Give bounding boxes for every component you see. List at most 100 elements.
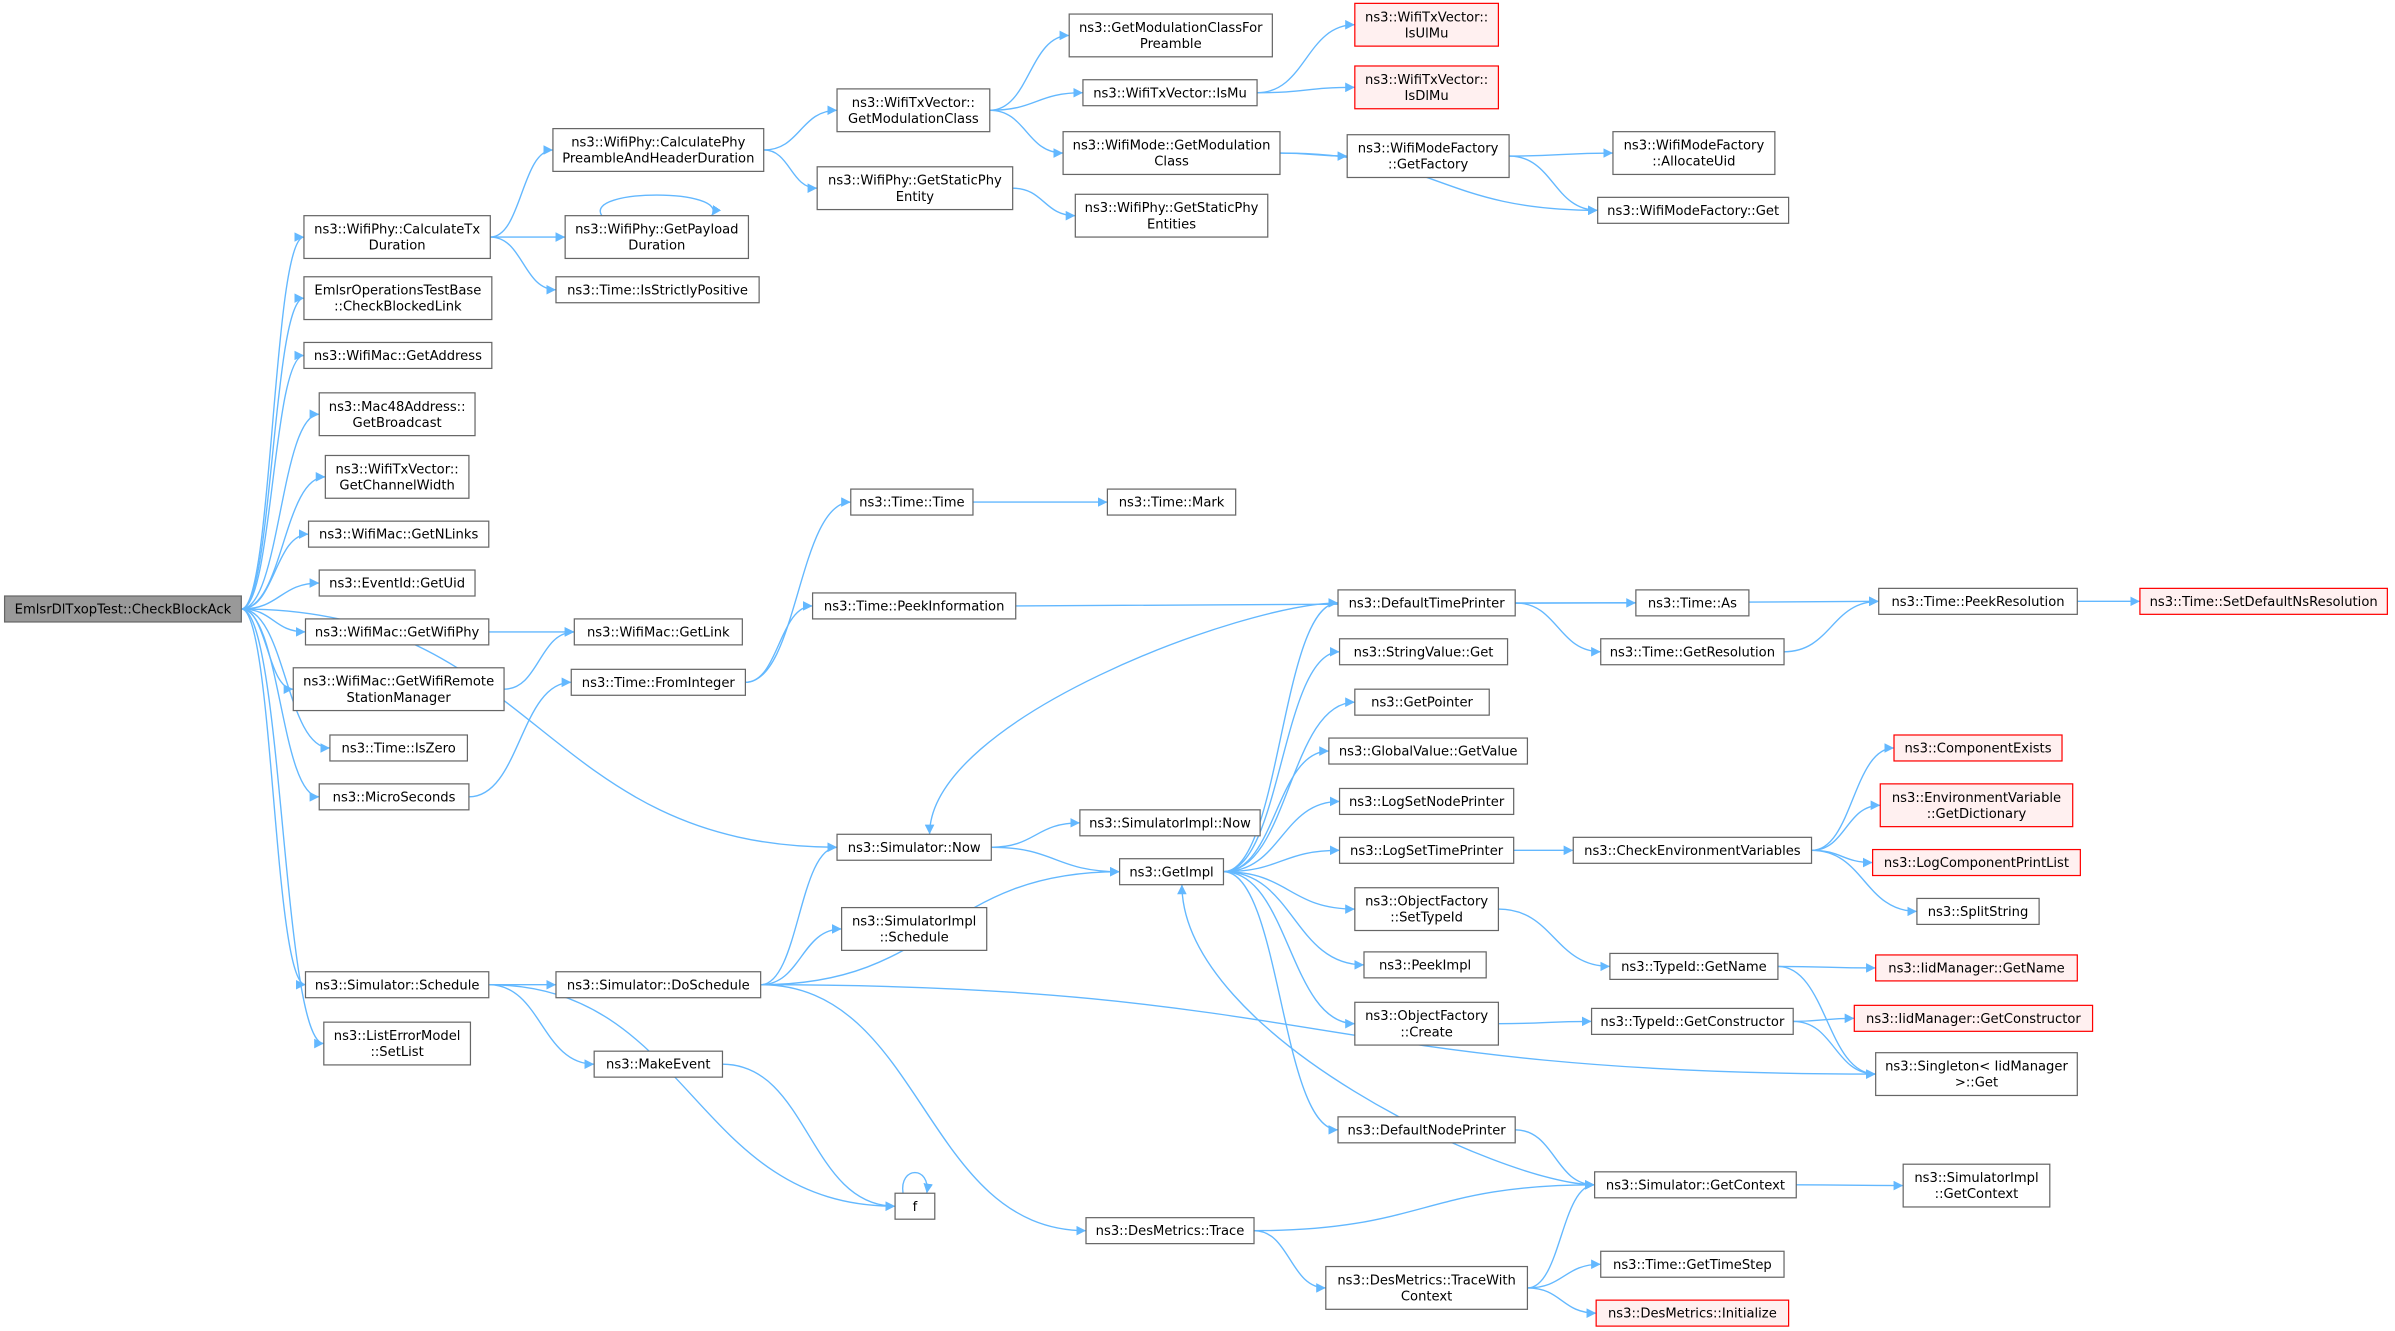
node-ns3-stringvalue-get[interactable]: ns3::StringValue::Get (1338, 638, 1509, 666)
node-ns3-peekimpl[interactable]: ns3::PeekImpl (1363, 951, 1487, 979)
edge-ns3-simulator-schedule-to-ns3-makeevent (488, 984, 595, 1069)
node-box (850, 488, 974, 516)
node-ns3-mac48address-getbroadcast[interactable]: ns3::Mac48Address::GetBroadcast (318, 392, 476, 437)
node-ns3-time-peekinformation[interactable]: ns3::Time::PeekInformation (811, 592, 1017, 620)
node-ns3-objectfactory-create[interactable]: ns3::ObjectFactory::Create (1354, 1001, 1500, 1046)
node-ns3-simulator-getcontext[interactable]: ns3::Simulator::GetContext (1594, 1171, 1797, 1199)
node-ns3-wifimode-getmodulationclass[interactable]: ns3::WifiMode::GetModulationClass (1062, 131, 1281, 176)
node-ns3-componentexists[interactable]: ns3::ComponentExists (1893, 734, 2063, 762)
node-box (836, 88, 991, 133)
node-label: ns3::WifiTxVector:: (852, 96, 975, 111)
node-ns3-time-time[interactable]: ns3::Time::Time (850, 488, 974, 516)
node-label: ns3::ObjectFactory (1365, 895, 1488, 910)
node-ns3-wifimac-getnlinks[interactable]: ns3::WifiMac::GetNLinks (307, 520, 490, 548)
node-ns3-iidmanager-getconstructor[interactable]: ns3::IidManager::GetConstructor (1853, 1004, 2094, 1032)
node-ns3-splitstring[interactable]: ns3::SplitString (1916, 897, 2040, 926)
node-label: ns3::WifiMode::GetModulation (1073, 139, 1271, 154)
node-ns3-logcomponentprintlist[interactable]: ns3::LogComponentPrintList (1872, 848, 2081, 877)
node-ns3-getpointer[interactable]: ns3::GetPointer (1354, 688, 1490, 716)
node-label: ns3::Time::GetTimeStep (1613, 1258, 1772, 1273)
node-ns3-makeevent[interactable]: ns3::MakeEvent (593, 1050, 724, 1078)
node-box (1354, 65, 1500, 110)
node-ns3-objectfactory-settypeid[interactable]: ns3::ObjectFactory::SetTypeId (1354, 887, 1500, 932)
node-ns3-desmetrics-trace[interactable]: ns3::DesMetrics::Trace (1085, 1217, 1255, 1245)
node-ns3-time-mark[interactable]: ns3::Time::Mark (1106, 488, 1237, 516)
node-label: Entity (896, 190, 935, 205)
node-ns3-wifimac-getwifiremotestationmanager[interactable]: ns3::WifiMac::GetWifiRemoteStationManage… (292, 667, 505, 712)
node-ns3-singleton-iidmanager-get[interactable]: ns3::Singleton< IidManager>::Get (1875, 1052, 2078, 1097)
node-emlsroperationstestbase-checkblockedlink[interactable]: EmlsrOperationsTestBase::CheckBlockedLin… (303, 276, 493, 321)
node-ns3-time-frominteger[interactable]: ns3::Time::FromInteger (570, 668, 746, 696)
node-ns3-wifitxvector-ismu[interactable]: ns3::WifiTxVector::IsMu (1082, 79, 1258, 107)
node-label: ns3::Singleton< IidManager (1885, 1060, 2068, 1075)
node-ns3-wifitxvector-getchannelwidth[interactable]: ns3::WifiTxVector::GetChannelWidth (324, 454, 470, 499)
node-ns3-wifiphy-calculatephypreambleandheaderduration[interactable]: ns3::WifiPhy::CalculatePhyPreambleAndHea… (552, 127, 765, 172)
node-ns3-wifimac-getlink[interactable]: ns3::WifiMac::GetLink (573, 618, 743, 646)
node-ns3-time-setdefaultnsresolution[interactable]: ns3::Time::SetDefaultNsResolution (2139, 587, 2388, 615)
node-ns3-simulatorimpl-getcontext[interactable]: ns3::SimulatorImpl::GetContext (1902, 1163, 2051, 1208)
node-f[interactable]: f (894, 1192, 936, 1220)
edge-ns3-wifimac-getwifiremotestationmanager-to-ns3-wifimac-getlink (504, 627, 575, 690)
node-ns3-environmentvariable-getdictionary[interactable]: ns3::EnvironmentVariable::GetDictionary (1879, 783, 2074, 828)
node-box (1875, 1052, 2078, 1097)
node-ns3-logsetnodeprinter[interactable]: ns3::LogSetNodePrinter (1338, 787, 1515, 816)
node-label: ns3::WifiPhy::CalculatePhy (571, 136, 745, 151)
node-ns3-wifitxvector-isulmu[interactable]: ns3::WifiTxVector::IsUlMu (1354, 2, 1500, 47)
edge-ns3-checkenvironmentvariables-to-ns3-environmentvariable-getdictionary (1811, 800, 1881, 852)
node-ns3-listerrormodel-setlist[interactable]: ns3::ListErrorModel::SetList (323, 1021, 472, 1066)
node-label: ns3::WifiTxVector:: (336, 462, 459, 477)
node-ns3-getimpl[interactable]: ns3::GetImpl (1118, 858, 1225, 886)
node-ns3-desmetrics-initialize[interactable]: ns3::DesMetrics::Initialize (1595, 1299, 1790, 1327)
node-ns3-typeid-getname[interactable]: ns3::TypeId::GetName (1609, 952, 1779, 980)
node-ns3-typeid-getconstructor[interactable]: ns3::TypeId::GetConstructor (1590, 1007, 1794, 1035)
edge-ns3-microseconds-to-ns3-time-frominteger (468, 677, 572, 798)
node-ns3-checkenvironmentvariables[interactable]: ns3::CheckEnvironmentVariables (1572, 836, 1813, 864)
edge-emlsrdltxoptest-checkblockack-to-ns3-microseconds (241, 608, 320, 802)
node-box (1338, 836, 1515, 864)
node-ns3-simulatorimpl-now[interactable]: ns3::SimulatorImpl::Now (1079, 809, 1261, 837)
node-ns3-logsettimeprinter[interactable]: ns3::LogSetTimePrinter (1338, 836, 1515, 864)
node-box (1916, 897, 2040, 926)
node-ns3-wifimodefactory-allocateuid[interactable]: ns3::WifiModeFactory::AllocateUid (1612, 131, 1776, 176)
node-label: ns3::WifiPhy::GetStaticPhy (828, 174, 1002, 189)
node-ns3-simulator-now[interactable]: ns3::Simulator::Now (836, 833, 992, 861)
node-ns3-eventid-getuid[interactable]: ns3::EventId::GetUid (318, 569, 476, 597)
node-box (552, 127, 765, 172)
node-box (1106, 488, 1237, 516)
node-label: ns3::Time::SetDefaultNsResolution (2150, 595, 2378, 610)
node-ns3-defaulttimeprinter[interactable]: ns3::DefaultTimePrinter (1337, 589, 1516, 617)
node-ns3-microseconds[interactable]: ns3::MicroSeconds (318, 783, 470, 811)
node-ns3-globalvalue-getvalue[interactable]: ns3::GlobalValue::GetValue (1328, 737, 1529, 765)
node-ns3-simulator-doschedule[interactable]: ns3::Simulator::DoSchedule (555, 971, 762, 999)
node-ns3-time-isstrictlypositive[interactable]: ns3::Time::IsStrictlyPositive (555, 276, 760, 304)
edge-ns3-getimpl-to-ns3-defaulttimeprinter (1223, 598, 1339, 873)
node-ns3-wifimac-getaddress[interactable]: ns3::WifiMac::GetAddress (303, 341, 493, 370)
node-ns3-wifitxvector-getmodulationclass[interactable]: ns3::WifiTxVector::GetModulationClass (836, 88, 991, 133)
node-ns3-wifimac-getwifiphy[interactable]: ns3::WifiMac::GetWifiPhy (304, 618, 490, 646)
node-box (1878, 587, 2078, 615)
node-label: ns3::WifiTxVector:: (1365, 73, 1488, 88)
node-box (1328, 737, 1529, 765)
node-ns3-time-getresolution[interactable]: ns3::Time::GetResolution (1600, 638, 1785, 666)
node-ns3-defaultnodeprinter[interactable]: ns3::DefaultNodePrinter (1337, 1116, 1516, 1144)
node-ns3-wifimodefactory-getfactory[interactable]: ns3::WifiModeFactory::GetFactory (1346, 134, 1510, 179)
node-ns3-time-peekresolution[interactable]: ns3::Time::PeekResolution (1878, 587, 2078, 615)
node-label: ns3::WifiModeFactory::Get (1607, 204, 1779, 219)
node-ns3-simulatorimpl-schedule[interactable]: ns3::SimulatorImpl::Schedule (840, 906, 988, 951)
node-ns3-time-as[interactable]: ns3::Time::As (1635, 589, 1750, 617)
edge-ns3-defaulttimeprinter-to-ns3-simulator-now (924, 602, 1339, 835)
node-ns3-simulator-schedule[interactable]: ns3::Simulator::Schedule (304, 971, 490, 999)
node-ns3-wifimodefactory-get[interactable]: ns3::WifiModeFactory::Get (1597, 196, 1790, 224)
node-ns3-time-gettimestep[interactable]: ns3::Time::GetTimeStep (1600, 1250, 1785, 1278)
edge-emlsrdltxoptest-checkblockack-to-ns3-mac48address-getbroadcast (241, 409, 320, 610)
node-ns3-wifitxvector-isdlmu[interactable]: ns3::WifiTxVector::IsDlMu (1354, 65, 1500, 110)
node-label: ns3::ComponentExists (1904, 742, 2051, 757)
node-ns3-time-iszero[interactable]: ns3::Time::IsZero (329, 734, 469, 762)
node-ns3-iidmanager-getname[interactable]: ns3::IidManager::GetName (1875, 954, 2078, 982)
